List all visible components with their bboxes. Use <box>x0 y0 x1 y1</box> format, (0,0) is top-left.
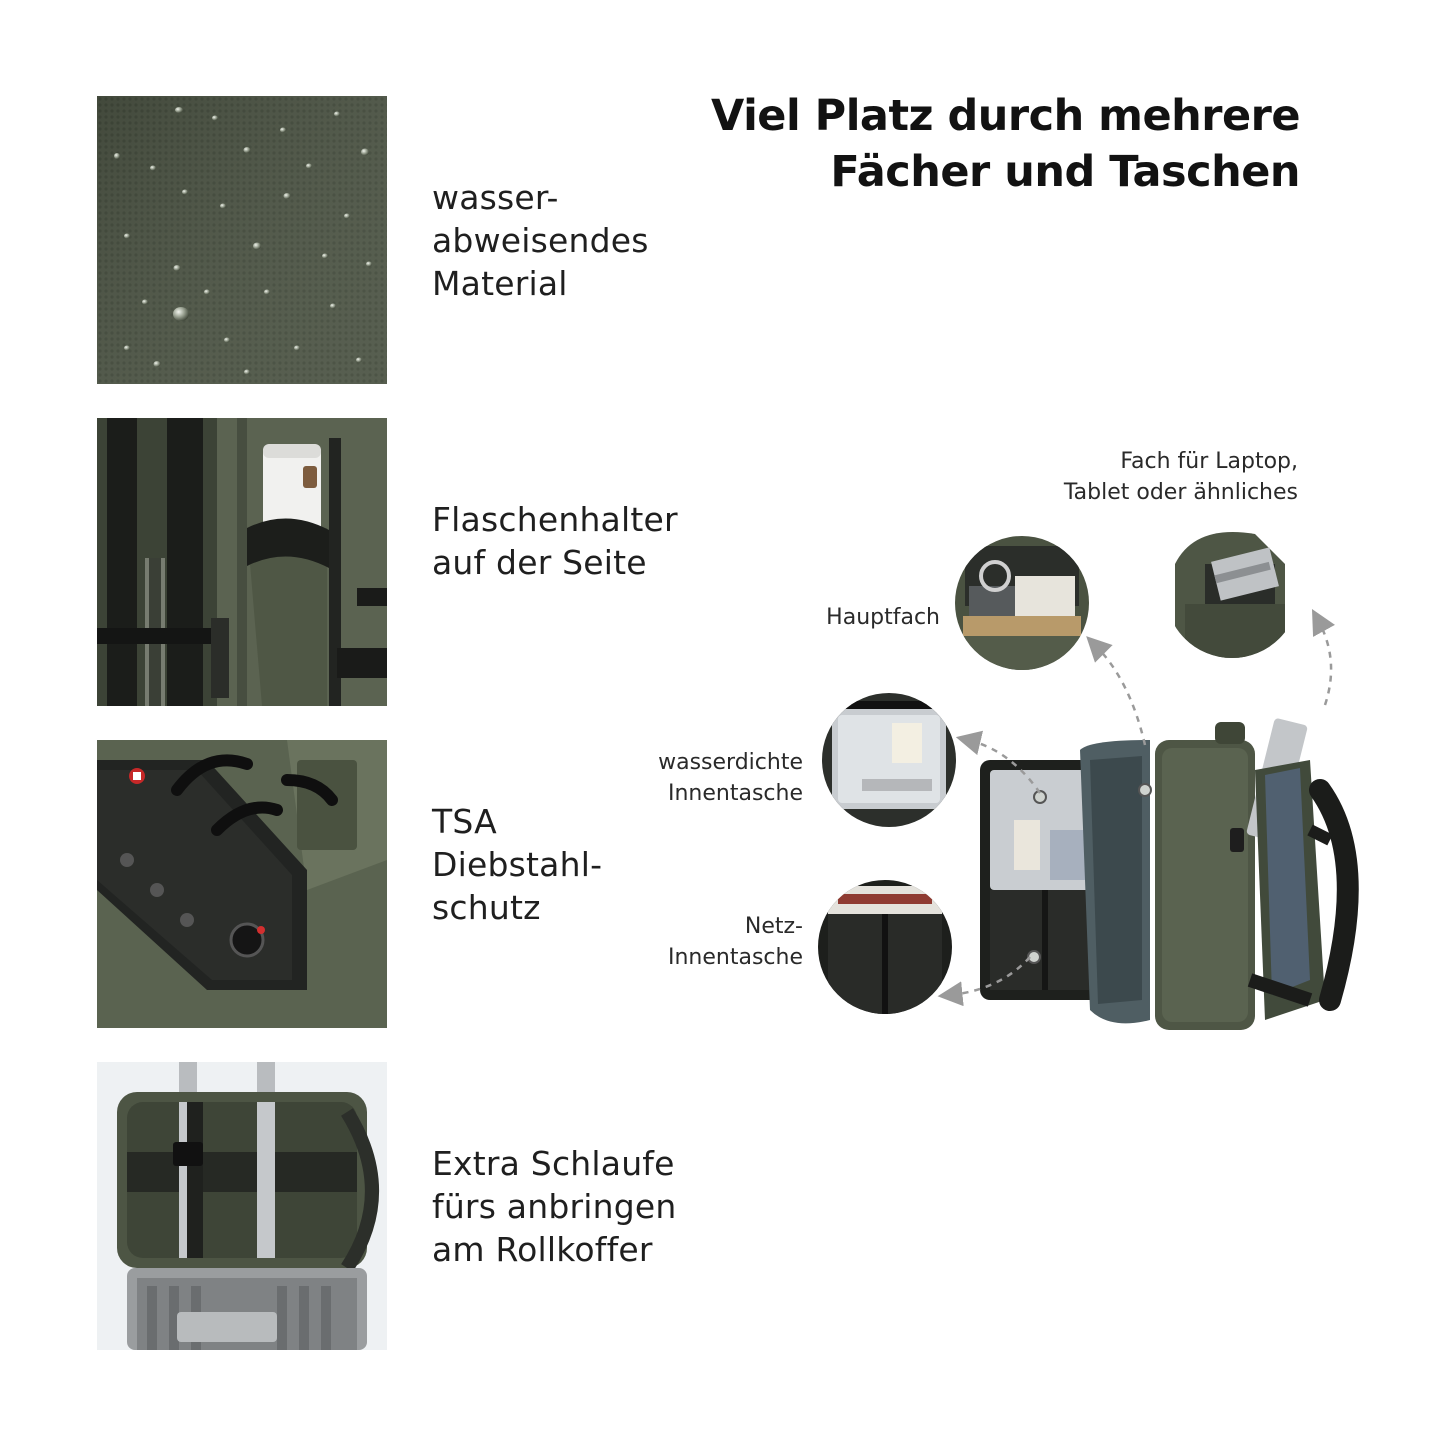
waterproof-pocket-bubble <box>822 693 956 827</box>
callout-line: Fach für Laptop, <box>1120 449 1298 474</box>
feature-line: schutz <box>432 888 541 927</box>
callout-line: Innentasche <box>668 781 803 806</box>
backpack-open-diagram <box>930 600 1390 1060</box>
feature-line: Diebstahl- <box>432 845 603 884</box>
callout-laptop: Fach für Laptop, Tablet oder ähnliches <box>1064 446 1298 508</box>
laptop-compartment-bubble <box>1165 524 1299 658</box>
feature-line: TSA <box>432 802 497 841</box>
headline-line-1: Viel Platz durch mehrere <box>711 91 1300 141</box>
feature-water-repellent: wasser- abweisendes Material <box>432 176 649 305</box>
headline-line-2: Fächer und Taschen <box>830 147 1300 197</box>
water-repellent-fabric-image <box>97 96 387 384</box>
feature-trolley-strap: Extra Schlaufe fürs anbringen am Rollkof… <box>432 1142 676 1271</box>
callout-main-compartment: Hauptfach <box>826 602 940 633</box>
feature-line: am Rollkoffer <box>432 1230 653 1269</box>
feature-line: wasser- <box>432 178 559 217</box>
callout-line: Tablet oder ähnliches <box>1063 480 1298 505</box>
side-bottle-holder-image <box>97 418 387 706</box>
feature-line: auf der Seite <box>432 543 647 582</box>
feature-bottle-holder: Flaschenhalter auf der Seite <box>432 498 678 584</box>
mesh-pocket-bubble <box>818 880 952 1014</box>
feature-line: Extra Schlaufe <box>432 1144 675 1183</box>
callout-line: Netz- <box>744 914 803 939</box>
callout-line: Hauptfach <box>826 605 940 630</box>
callout-waterproof-pocket: wasserdichte Innentasche <box>658 747 803 809</box>
feature-line: Flaschenhalter <box>432 500 678 539</box>
feature-line: abweisendes <box>432 221 649 260</box>
feature-tsa-lock: TSA Diebstahl- schutz <box>432 800 602 929</box>
callout-line: wasserdichte <box>658 750 803 775</box>
callout-line: Innentasche <box>668 945 803 970</box>
feature-line: fürs anbringen <box>432 1187 677 1226</box>
headline: Viel Platz durch mehrere Fächer und Tasc… <box>711 88 1300 200</box>
tsa-lock-image <box>97 740 387 1028</box>
main-compartment-bubble <box>955 536 1089 670</box>
callout-mesh-pocket: Netz- Innentasche <box>668 911 803 973</box>
feature-line: Material <box>432 264 568 303</box>
trolley-strap-image <box>97 1062 387 1350</box>
